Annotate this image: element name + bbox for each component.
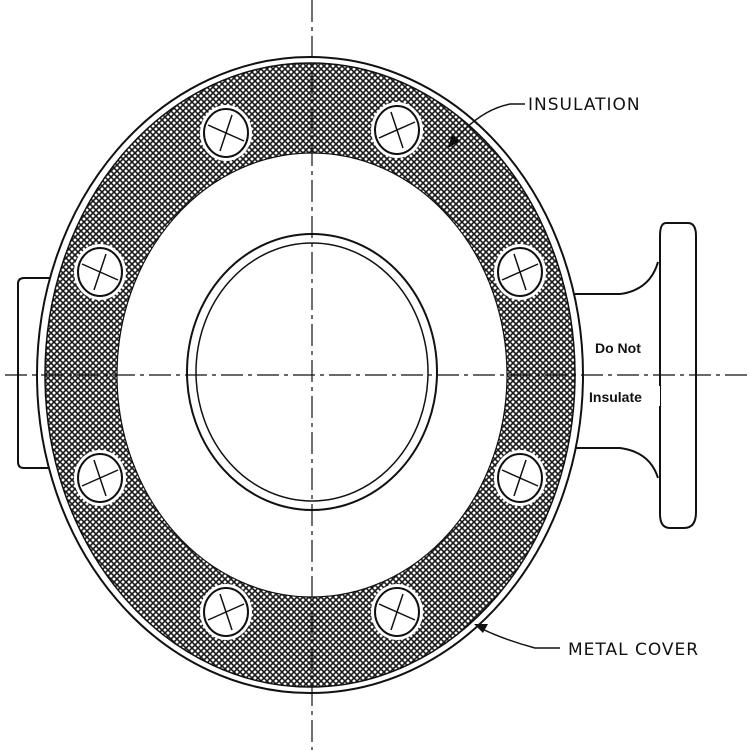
bolt-hole (374, 587, 420, 637)
metal-cover-leader (479, 627, 560, 649)
bolt-hole (203, 108, 249, 158)
bolt-hole (77, 247, 123, 297)
insulation-label: INSULATION (528, 95, 641, 115)
bolt-hole (203, 587, 249, 637)
metal-cover-label: METAL COVER (568, 640, 699, 660)
bolt-hole (497, 247, 543, 297)
insulate-label: Insulate (589, 389, 642, 405)
do-not-label: Do Not (595, 340, 641, 356)
bolt-hole (374, 105, 420, 155)
bolt-hole (497, 453, 543, 503)
bolt-holes (77, 105, 543, 637)
insulation-leader (454, 103, 525, 141)
centerlines (5, 0, 750, 750)
bolt-hole (77, 453, 123, 503)
